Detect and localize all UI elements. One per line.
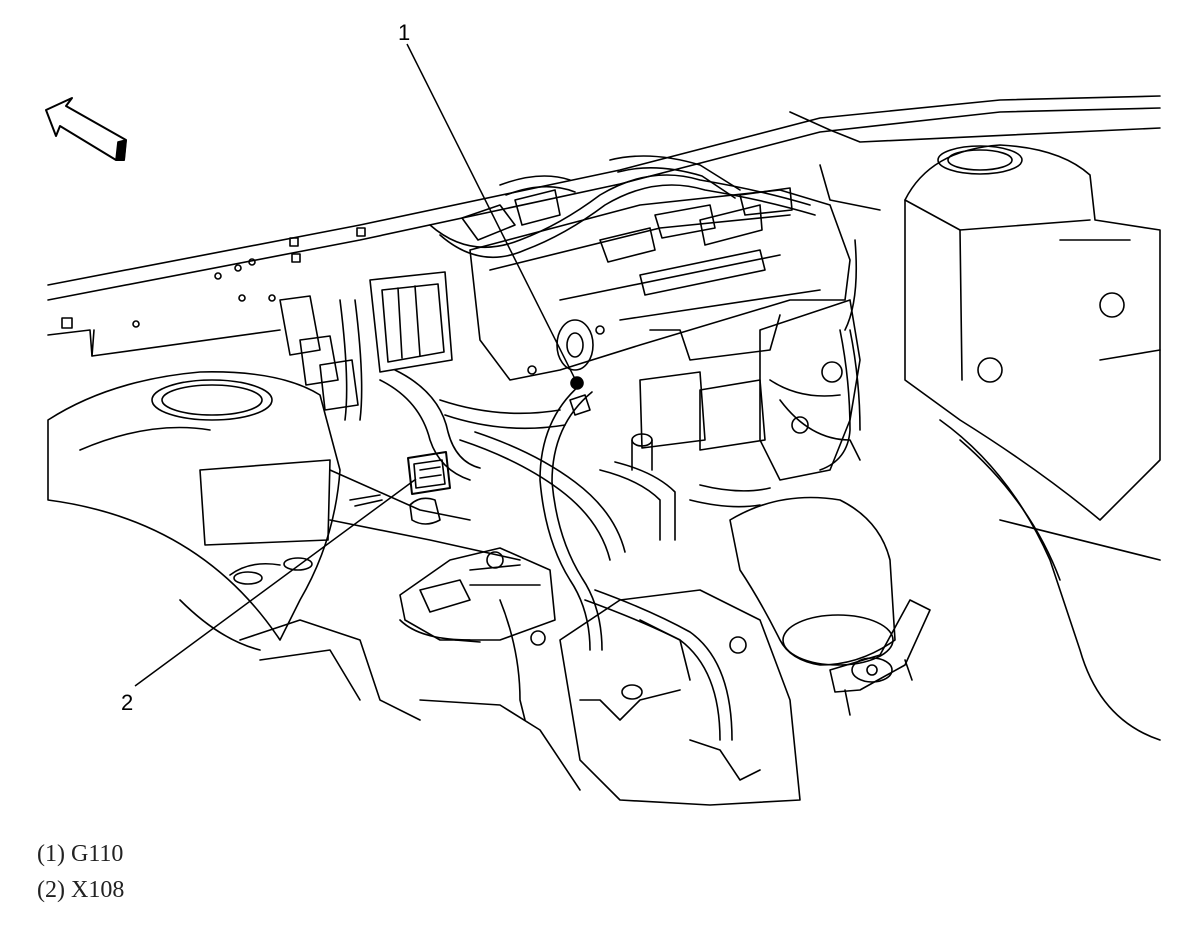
front-crossmember [179, 599, 421, 721]
engine-compartment-illustration: 1 2 [45, 20, 1161, 806]
left-strut-tower [47, 371, 341, 641]
radiator-support [329, 469, 581, 791]
legend-item-g110: (1) G110 [37, 841, 124, 867]
callout-leaders [134, 43, 578, 687]
exhaust-pipe [689, 484, 931, 716]
intake-tubes [379, 369, 676, 561]
transmission [530, 589, 801, 806]
callout-1-label: 1 [398, 20, 410, 45]
ignition-coils [461, 187, 793, 296]
right-fender-panel [819, 164, 1161, 741]
front-direction-arrow-icon [45, 97, 127, 161]
callout-1-leader [406, 43, 578, 384]
callout-2-label: 2 [121, 690, 133, 715]
upper-hoses [429, 155, 816, 258]
engine-block [639, 299, 861, 481]
cowl-outline [47, 95, 1161, 357]
legend-item-x108: (2) X108 [37, 877, 125, 903]
callout-legend: (1) G110 (2) X108 [37, 836, 124, 908]
callout-2-leader [134, 478, 417, 687]
shift-assembly [399, 547, 556, 643]
right-strut-tower [904, 144, 1161, 521]
valve-cover [469, 189, 851, 381]
left-connector-bank [279, 271, 453, 421]
